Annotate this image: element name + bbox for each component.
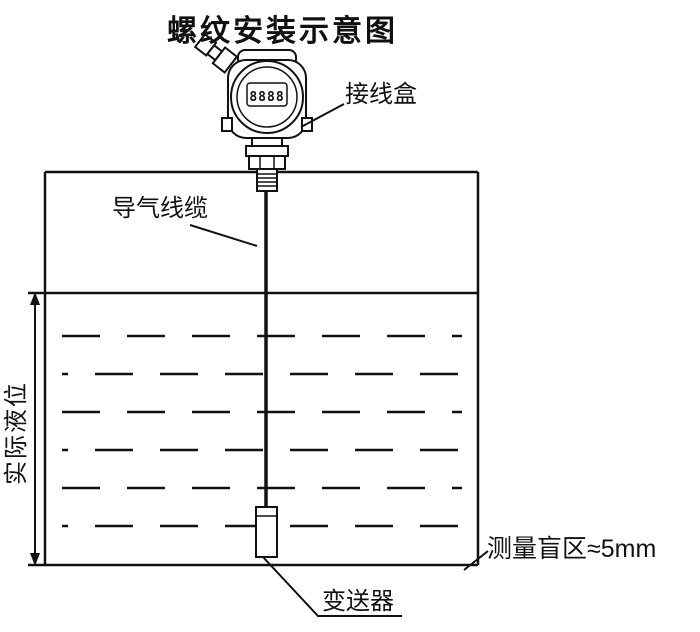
hex-nut xyxy=(248,155,286,170)
leader-blind-zone xyxy=(463,550,489,571)
thread-nipple xyxy=(256,168,278,192)
level-dimension-arrow xyxy=(30,292,40,566)
mounting-neck xyxy=(251,137,283,147)
transmitter-device: 8888 xyxy=(193,32,313,192)
cable-gland xyxy=(193,32,239,74)
leader-transmitter xyxy=(262,556,402,617)
label-blind-zone: 测量盲区≈5mm xyxy=(487,535,657,563)
housing-lug-left xyxy=(221,117,233,132)
tank-outline xyxy=(28,170,480,567)
label-junction-box: 接线盒 xyxy=(345,81,417,108)
label-actual-level: 实际液位 xyxy=(3,381,30,485)
lcd-display: 8888 xyxy=(249,90,284,105)
terminal-block xyxy=(245,145,289,157)
probe xyxy=(255,506,278,558)
label-air-cable: 导气线缆 xyxy=(112,195,208,222)
label-transmitter: 变送器 xyxy=(322,588,394,615)
leader-junction-box xyxy=(300,103,345,128)
leader-lines xyxy=(189,103,489,617)
leader-air-cable xyxy=(189,224,258,247)
lcd-panel xyxy=(246,82,288,107)
water-dashes xyxy=(62,334,462,528)
diagram-title: 螺纹安装示意图 xyxy=(167,15,398,48)
